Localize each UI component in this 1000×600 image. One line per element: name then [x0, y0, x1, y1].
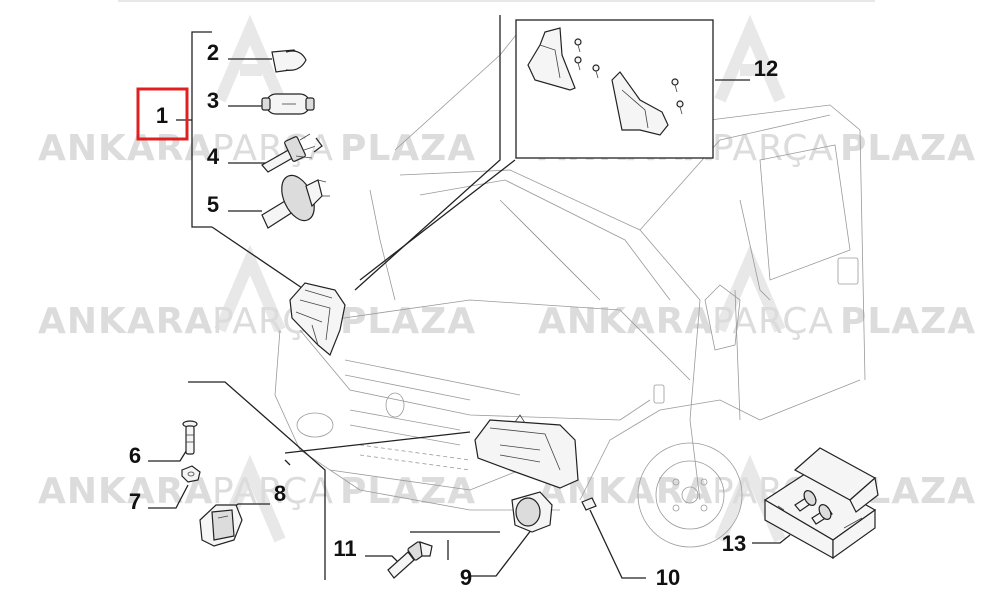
- headlamp-on-van[interactable]: [474, 414, 579, 489]
- watermark-word: PARÇA: [712, 301, 834, 342]
- selected-callout-highlight: [136, 87, 189, 141]
- callout-1[interactable]: 1: [156, 103, 168, 128]
- callouts: 1 2 3 4 5 6 7 8 9 10 11 12 13: [129, 40, 778, 590]
- callout-7[interactable]: 7: [129, 489, 141, 514]
- callout-9[interactable]: 9: [460, 565, 472, 590]
- callout-6[interactable]: 6: [129, 443, 141, 468]
- headlamp-assembly-part-1[interactable]: [289, 282, 346, 356]
- callout-3[interactable]: 3: [207, 88, 219, 113]
- bracket-kit-box-part-12[interactable]: [515, 19, 714, 159]
- bolt-part-6[interactable]: [182, 420, 198, 455]
- watermark-word: PLAZA: [340, 471, 476, 512]
- screw-icon: [574, 38, 684, 115]
- fog-lamp-part-9[interactable]: [511, 491, 553, 533]
- h7-bulb-part-4[interactable]: [261, 133, 323, 173]
- watermark-word: PLAZA: [840, 301, 976, 342]
- watermark-word: PLAZA: [340, 128, 476, 169]
- watermark-word: ANKARA: [38, 301, 213, 342]
- callout-5[interactable]: 5: [207, 192, 219, 217]
- nut-part-7[interactable]: [181, 465, 201, 483]
- festoon-bulb-part-3[interactable]: [261, 93, 315, 115]
- watermark-word: ANKARA: [538, 301, 713, 342]
- callout-12[interactable]: 12: [754, 56, 778, 81]
- callout-2[interactable]: 2: [207, 40, 219, 65]
- callout-13[interactable]: 13: [722, 531, 746, 556]
- small-bulb-part-2[interactable]: [271, 49, 307, 73]
- callout-4[interactable]: 4: [207, 144, 220, 169]
- callout-10[interactable]: 10: [656, 565, 680, 590]
- watermark-word: PLAZA: [840, 128, 976, 169]
- watermark-word: ANKARA: [38, 128, 213, 169]
- callout-8[interactable]: 8: [274, 481, 286, 506]
- watermark-word: PLAZA: [340, 301, 476, 342]
- van-outline: [274, 29, 866, 548]
- h4-bulb-part-5[interactable]: [261, 170, 330, 229]
- callout-11[interactable]: 11: [333, 536, 356, 561]
- bulb-kit-box-part-13[interactable]: [763, 447, 879, 560]
- rubber-mount-part-8[interactable]: [199, 504, 243, 547]
- leader-lines: [148, 15, 791, 580]
- fog-bulb-part-11[interactable]: [387, 541, 433, 579]
- screw-part-10[interactable]: [581, 497, 597, 511]
- watermark-word: PARÇA: [712, 128, 834, 169]
